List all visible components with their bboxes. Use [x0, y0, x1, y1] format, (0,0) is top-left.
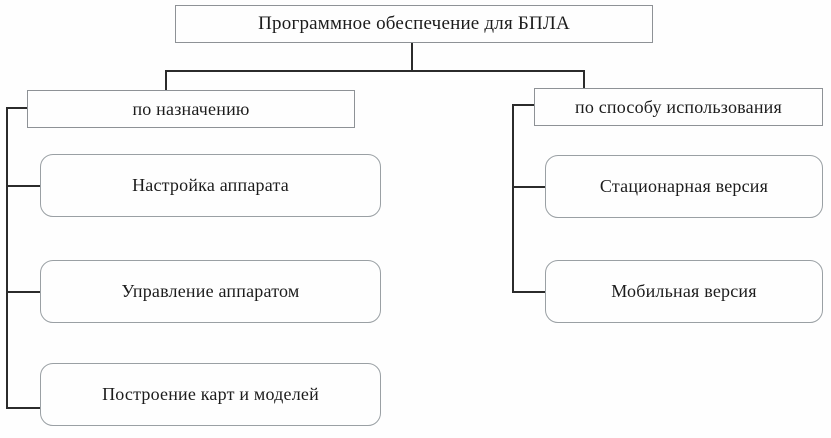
connector-stub-leaf-setup [6, 185, 41, 187]
connector-stub-leaf-maps [6, 407, 41, 409]
node-root[interactable]: Программное обеспечение для БПЛА [175, 5, 653, 43]
connector-root-bus [165, 70, 585, 72]
connector-stub-leaf-mobile [512, 291, 546, 293]
node-leaf-control[interactable]: Управление аппаратом [40, 260, 381, 323]
connector-drop-right-branch [583, 70, 585, 89]
node-branch-usage[interactable]: по способу использования [534, 88, 823, 126]
connector-stub-leaf-stationary [512, 186, 546, 188]
node-leaf-mobile[interactable]: Мобильная версия [545, 260, 823, 323]
node-leaf-setup[interactable]: Настройка аппарата [40, 154, 381, 217]
node-leaf-stationary-label: Стационарная версия [599, 176, 769, 197]
connector-stub-left-header [6, 107, 28, 109]
node-branch-purpose[interactable]: по назначению [27, 90, 355, 128]
node-branch-purpose-label: по назначению [132, 98, 250, 119]
node-branch-usage-label: по способу использования [575, 96, 782, 117]
connector-right-spine [512, 104, 514, 293]
connector-stub-leaf-control [6, 291, 41, 293]
node-root-label: Программное обеспечение для БПЛА [258, 13, 570, 35]
node-leaf-control-label: Управление аппаратом [121, 281, 300, 302]
connector-root-stem [411, 41, 413, 72]
node-leaf-stationary[interactable]: Стационарная версия [545, 155, 823, 218]
node-leaf-maps[interactable]: Построение карт и моделей [40, 363, 381, 426]
node-leaf-setup-label: Настройка аппарата [132, 175, 289, 196]
connector-stub-right-header [512, 104, 534, 106]
connector-left-spine [6, 107, 8, 409]
node-leaf-mobile-label: Мобильная версия [611, 281, 757, 302]
node-leaf-maps-label: Построение карт и моделей [102, 384, 319, 405]
connector-drop-left-branch [165, 70, 167, 91]
